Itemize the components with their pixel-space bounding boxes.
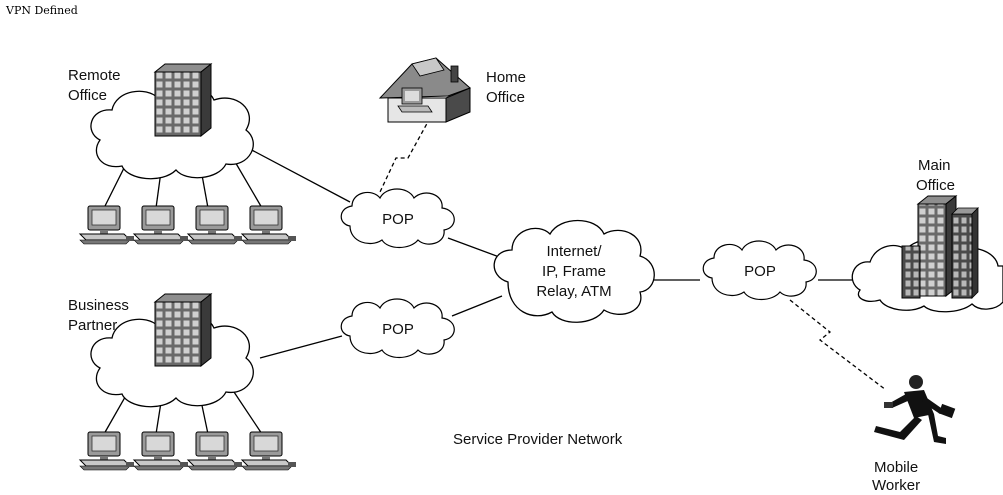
internet-label-2: IP, Frame bbox=[542, 263, 606, 280]
main-office-label-1: Main bbox=[918, 157, 951, 174]
page-title: VPN Defined bbox=[6, 4, 78, 17]
dialup-link-home bbox=[379, 117, 431, 193]
link-pop-top-internet bbox=[447, 237, 503, 259]
home-office-label-1: Home bbox=[486, 69, 526, 86]
mobile-worker-icon bbox=[874, 375, 956, 444]
business-partner-label-2: Partner bbox=[68, 317, 117, 334]
link-pop-bottom-internet bbox=[451, 295, 503, 317]
drop-line bbox=[233, 391, 263, 435]
remote-office-label-2: Office bbox=[68, 87, 107, 104]
internet-cloud bbox=[493, 220, 655, 323]
workstation-icon bbox=[241, 205, 297, 245]
office-building-icon bbox=[154, 293, 212, 367]
pop-right-label: POP bbox=[744, 263, 776, 280]
workstation-icon bbox=[79, 205, 135, 245]
workstation-icon bbox=[133, 431, 189, 471]
service-provider-label: Service Provider Network bbox=[453, 431, 623, 448]
pop-bottom-label: POP bbox=[382, 321, 414, 338]
workstation-icon bbox=[79, 431, 135, 471]
workstation-icon bbox=[187, 431, 243, 471]
dialup-link-mobile bbox=[789, 299, 887, 391]
mobile-worker-label-1: Mobile bbox=[874, 459, 918, 476]
business-partner-workstations bbox=[79, 431, 297, 471]
home-office-icon bbox=[378, 57, 471, 123]
main-office-building-icon bbox=[901, 194, 979, 299]
office-building-icon bbox=[154, 63, 212, 137]
pop-top-label: POP bbox=[382, 211, 414, 228]
workstation-icon bbox=[241, 431, 297, 471]
internet-label-1: Internet/ bbox=[546, 243, 602, 260]
workstation-icon bbox=[133, 205, 189, 245]
home-office-label-2: Office bbox=[486, 89, 525, 106]
link-partner-pop-bottom bbox=[259, 335, 343, 359]
main-office-label-2: Office bbox=[916, 177, 955, 194]
remote-office-workstations bbox=[79, 205, 297, 245]
workstation-icon bbox=[187, 205, 243, 245]
business-partner-label-1: Business bbox=[68, 297, 129, 314]
remote-office-label-1: Remote bbox=[68, 67, 121, 84]
mobile-worker-label-2: Worker bbox=[872, 477, 920, 490]
drop-line bbox=[103, 391, 129, 435]
link-remote-pop-top bbox=[247, 147, 351, 203]
drop-line bbox=[233, 159, 263, 209]
internet-label-3: Relay, ATM bbox=[536, 283, 611, 300]
